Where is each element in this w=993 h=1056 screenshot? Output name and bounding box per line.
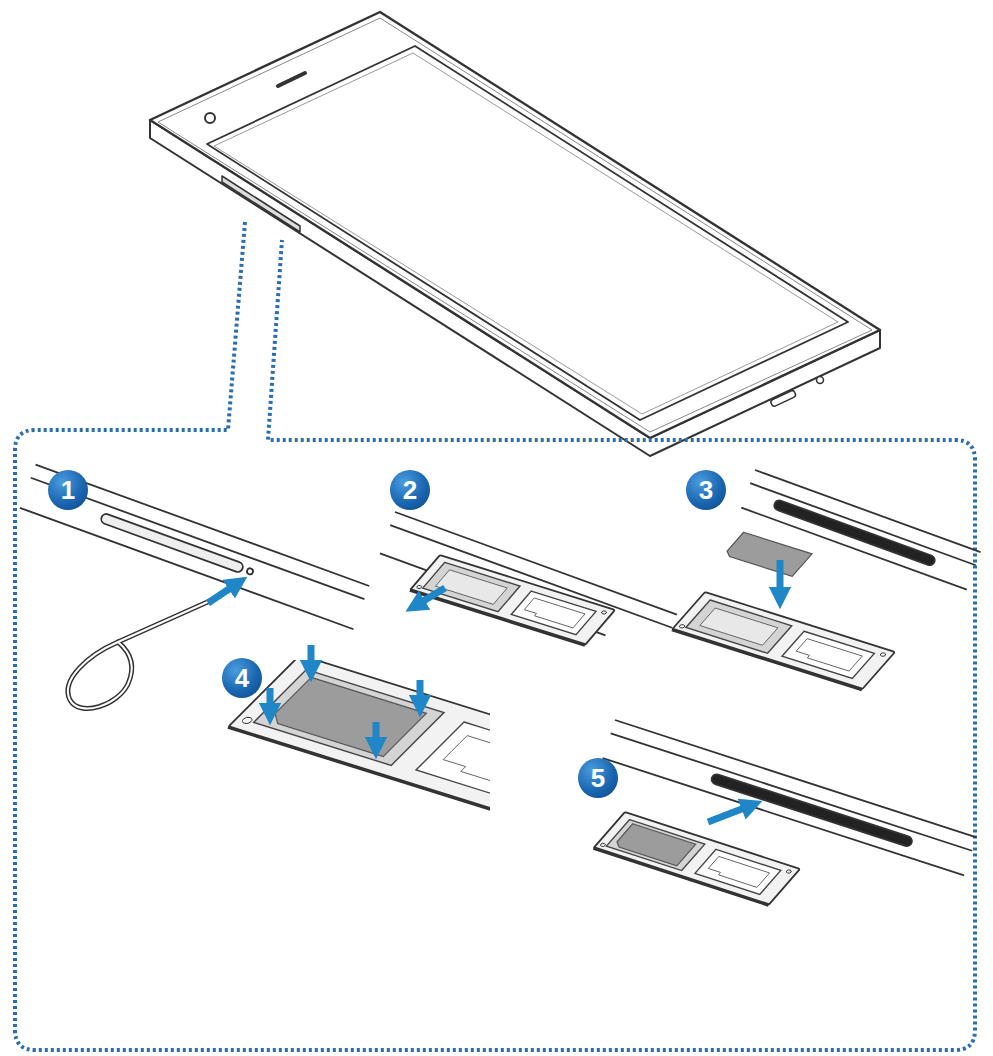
callout-number: 4	[235, 665, 249, 691]
callout-number: 5	[591, 765, 605, 791]
step-3-place-card	[672, 470, 981, 690]
callout-number: 2	[403, 477, 417, 503]
callout-circle: 5	[578, 758, 618, 798]
callout-circle: 4	[222, 658, 262, 698]
callout-number: 3	[699, 477, 713, 503]
callout-circle: 2	[390, 470, 430, 510]
callout-frame	[15, 222, 975, 1050]
step-5-insert-tray	[594, 720, 977, 905]
callout-circle: 3	[686, 470, 726, 510]
callout-number: 1	[61, 477, 75, 503]
phone	[150, 12, 880, 456]
step-2-pull-tray	[380, 512, 677, 656]
step-4-press-card	[228, 645, 620, 827]
callout-circle: 1	[48, 470, 88, 510]
